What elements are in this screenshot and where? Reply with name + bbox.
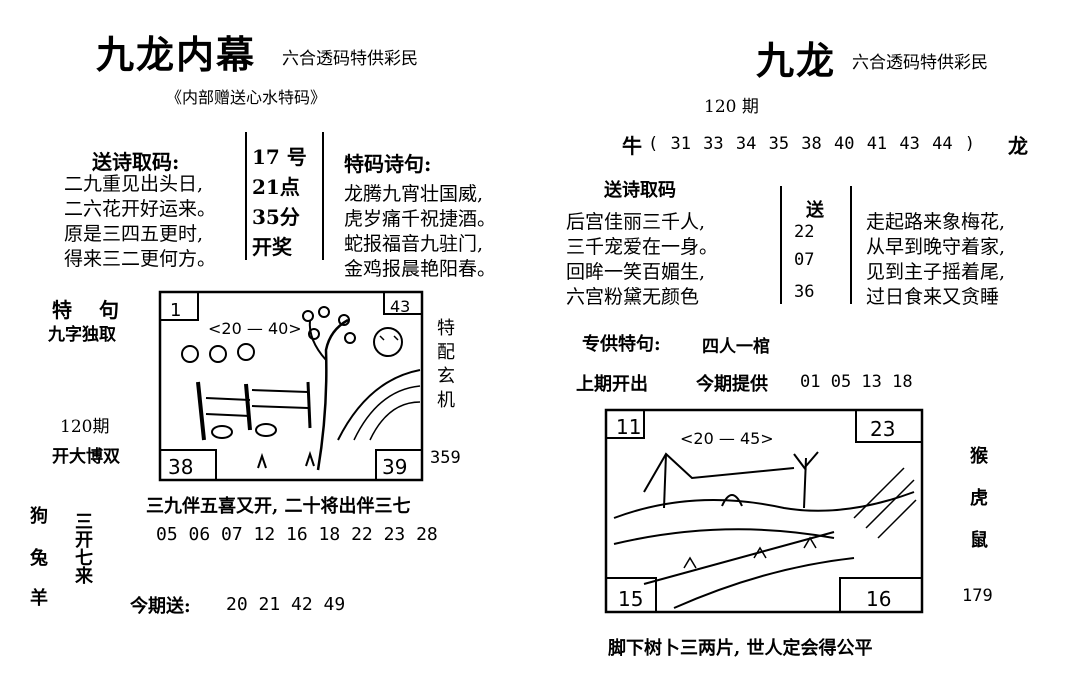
provide-label: 今期提供 — [696, 374, 768, 395]
right-subtitle: 六合透码特供彩民 — [852, 53, 988, 73]
special-value: 九字独取 — [48, 325, 116, 345]
poem-line: 原是三四五更时, — [64, 223, 204, 245]
draw-time-line: 35分 — [252, 205, 300, 229]
poem-line: 龙腾九宵壮国威, — [344, 183, 484, 205]
animal: 猴 — [970, 446, 988, 467]
divider-line — [780, 186, 782, 304]
last-label: 上期开出 — [576, 374, 648, 395]
right-poem: 后宫佳丽三千人, 三千宠爱在一身。 回眸一笑百媚生, 六宫粉黛无颜色 — [566, 210, 718, 310]
divider-line — [322, 132, 324, 260]
poem-line: 见到主子摇着尾, — [866, 261, 1006, 283]
poem-line: 蛇报福音九驻门, — [344, 233, 484, 255]
poem-line: 二六花开好运来。 — [64, 198, 217, 220]
left-subtitle: 六合透码特供彩民 — [282, 49, 418, 69]
right-poem-2: 走起路来象梅花, 从早到晚守着家, 见到主子摇着尾, 过日食来又贪睡 — [866, 210, 1005, 310]
poem-line: 走起路来象梅花, — [866, 211, 1006, 233]
left-issue: 120期 — [60, 417, 110, 437]
special-label: 特 句 — [52, 298, 129, 322]
tema-heading: 特码诗句: — [344, 152, 432, 176]
divider-line — [245, 132, 247, 260]
left-sketch: 1 43 <20 — 40> 38 39 — [158, 290, 424, 482]
animal: 鼠 — [970, 530, 988, 551]
draw-time-line: 17 号 — [252, 145, 307, 169]
side-number: 359 — [430, 448, 461, 468]
right-special-label: 专供特句: — [582, 334, 661, 355]
tema-poem: 龙腾九宵壮国威, 虎岁痛千祝捷酒。 蛇报福音九驻门, 金鸡报晨艳阳春。 — [344, 182, 496, 282]
right-issue: 120 期 — [704, 97, 759, 117]
poem-line: 从早到晚守着家, — [866, 236, 1006, 258]
today-numbers: 20 21 42 49 — [226, 594, 346, 615]
right-poem-heading: 送诗取码 — [604, 180, 676, 201]
poem-line: 虎岁痛千祝捷酒。 — [344, 208, 497, 230]
sketch-label-range: <20 — 40> — [208, 319, 302, 338]
song-label: 送 — [806, 200, 824, 221]
left-numbers: 05 06 07 12 16 18 22 23 28 — [156, 524, 438, 545]
song-number: 36 — [794, 282, 815, 302]
draw-time-line: 21点 — [252, 175, 300, 199]
provide-numbers: 01 05 13 18 — [800, 372, 913, 392]
poem-line: 后宫佳丽三千人, — [566, 211, 706, 233]
draw-time: 17 号 21点 35分 开奖 — [252, 142, 307, 262]
sketch-label-br: 16 — [866, 587, 891, 611]
long-label: 龙 — [1008, 134, 1028, 158]
animal: 兔 — [30, 548, 48, 569]
sketch-label-tl: 1 — [170, 300, 181, 321]
poem-line: 回眸一笑百媚生, — [566, 261, 706, 283]
niu-numbers: ( 31 33 34 35 38 40 41 43 44 ) — [648, 134, 976, 154]
sketch-label-tr: 23 — [870, 417, 895, 441]
left-tagline: 《内部赠送心水特码》 — [166, 88, 327, 107]
right-side-number: 179 — [962, 586, 993, 606]
sketch-label-tl: 11 — [616, 415, 641, 439]
niu-label: 牛 — [622, 134, 642, 158]
sketch-label-br: 39 — [382, 455, 407, 479]
poem-line: 过日食来又贪睡 — [866, 286, 1000, 308]
left-poem-heading: 送诗取码: — [92, 150, 180, 174]
left-phrase: 三九伴五喜又开, 二十将出伴三七 — [146, 496, 411, 517]
san-kai: 三开七来 — [72, 512, 93, 584]
sketch-label-bl: 15 — [618, 587, 643, 611]
poem-line: 二九重见出头日, — [64, 173, 204, 195]
song-number: 22 — [794, 222, 815, 242]
animal: 狗 — [30, 506, 48, 527]
bottom-phrase: 脚下树卜三两片, 世人定会得公平 — [608, 638, 873, 659]
sketch-label-bl: 38 — [168, 455, 193, 479]
right-sketch: 11 23 <20 — 45> 15 16 — [604, 408, 924, 614]
side-vertical: 特配玄机 — [434, 318, 455, 414]
poem-line: 得来三二更何方。 — [64, 248, 217, 270]
song-number: 07 — [794, 250, 815, 270]
left-title: 九龙内幕 — [96, 32, 257, 77]
left-poem: 二九重见出头日, 二六花开好运来。 原是三四五更时, 得来三二更何方。 — [64, 172, 216, 272]
right-title: 九龙 — [756, 38, 837, 83]
animal: 虎 — [970, 488, 988, 509]
today-label: 今期送: — [130, 596, 191, 617]
sketch-label-range: <20 — 45> — [680, 429, 774, 448]
poem-line: 六宫粉黛无颜色 — [566, 286, 700, 308]
sketch-label-tr: 43 — [390, 297, 410, 316]
poem-line: 金鸡报晨艳阳春。 — [344, 258, 497, 280]
divider-line — [850, 186, 852, 304]
kai-label: 开大博双 — [52, 447, 120, 467]
animal: 羊 — [30, 588, 48, 609]
right-special-value: 四人一棺 — [702, 337, 770, 357]
poem-line: 三千宠爱在一身。 — [566, 236, 719, 258]
draw-time-line: 开奖 — [252, 235, 292, 259]
